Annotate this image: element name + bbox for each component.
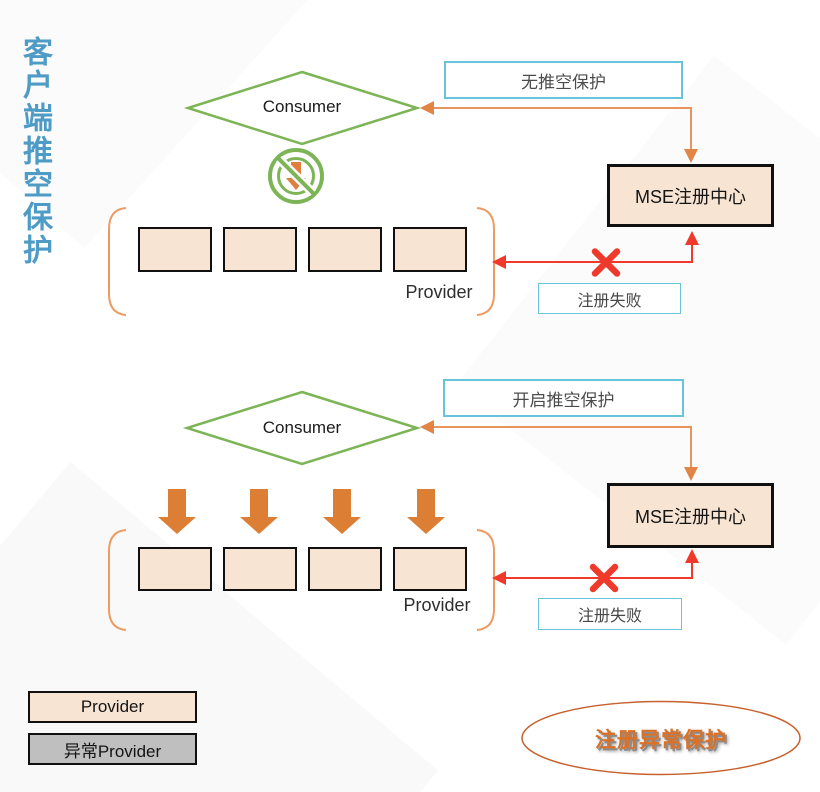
arrowhead-to-provider-top [492,255,506,269]
fail-box-top: 注册失败 [538,283,681,314]
provider-box [308,547,382,591]
legend-abnormal-provider-box: 异常Provider [28,733,197,765]
down-arrow-icon [240,489,278,534]
arrowhead-to-registry-bottom-top [685,231,699,245]
banner-with-protection: 开启推空保护 [443,379,684,417]
provider-box [223,227,297,272]
provider-bracket-left-bottom [108,529,127,631]
flow-line-top [433,107,692,152]
down-arrow-icon [158,489,196,534]
badge-label: 注册异常保护 [595,728,727,752]
down-arrow-icon [407,489,445,534]
no-push-icon [268,148,324,204]
arrowhead-to-registry-bottom [684,467,698,481]
registry-box-top: MSE注册中心 [607,164,774,227]
provider-box [223,547,297,591]
badge-ellipse [521,700,801,776]
registry-box-bottom: MSE注册中心 [607,483,774,548]
fail-x-icon-bottom [589,563,619,593]
provider-bracket-left-top [108,207,127,316]
fail-line-bottom [505,562,693,579]
provider-box [138,547,212,591]
down-arrow-icon [323,489,361,534]
banner-no-protection: 无推空保护 [444,61,683,99]
arrowhead-to-registry-bottom-2 [685,549,699,563]
provider-box [308,227,382,272]
provider-row-bottom [138,547,467,591]
provider-bracket-right-bottom [476,529,495,631]
push-down-arrow-icons [158,489,445,534]
page-title: 客户端推空保护 [18,36,51,267]
provider-row-top [138,227,467,272]
consumer-diamond-top [183,70,422,146]
arrowhead-to-registry-top [684,149,698,163]
consumer-label-top: Consumer [262,97,342,116]
arrowhead-to-consumer-bottom [420,420,434,434]
flow-line-bottom [433,426,692,470]
fail-box-bottom: 注册失败 [538,598,682,630]
consumer-label-bottom: Consumer [262,418,342,437]
provider-box [393,547,467,591]
provider-box [138,227,212,272]
provider-label-top: Provider [405,282,473,302]
fail-x-icon-top [591,248,621,277]
legend-provider-box: Provider [28,691,197,723]
arrowhead-to-provider-bottom [492,571,506,585]
provider-box [393,227,467,272]
consumer-diamond-bottom [182,390,422,466]
arrowhead-to-consumer-top [420,101,434,115]
provider-label-bottom: Provider [403,595,471,615]
fail-line-top [505,244,693,263]
